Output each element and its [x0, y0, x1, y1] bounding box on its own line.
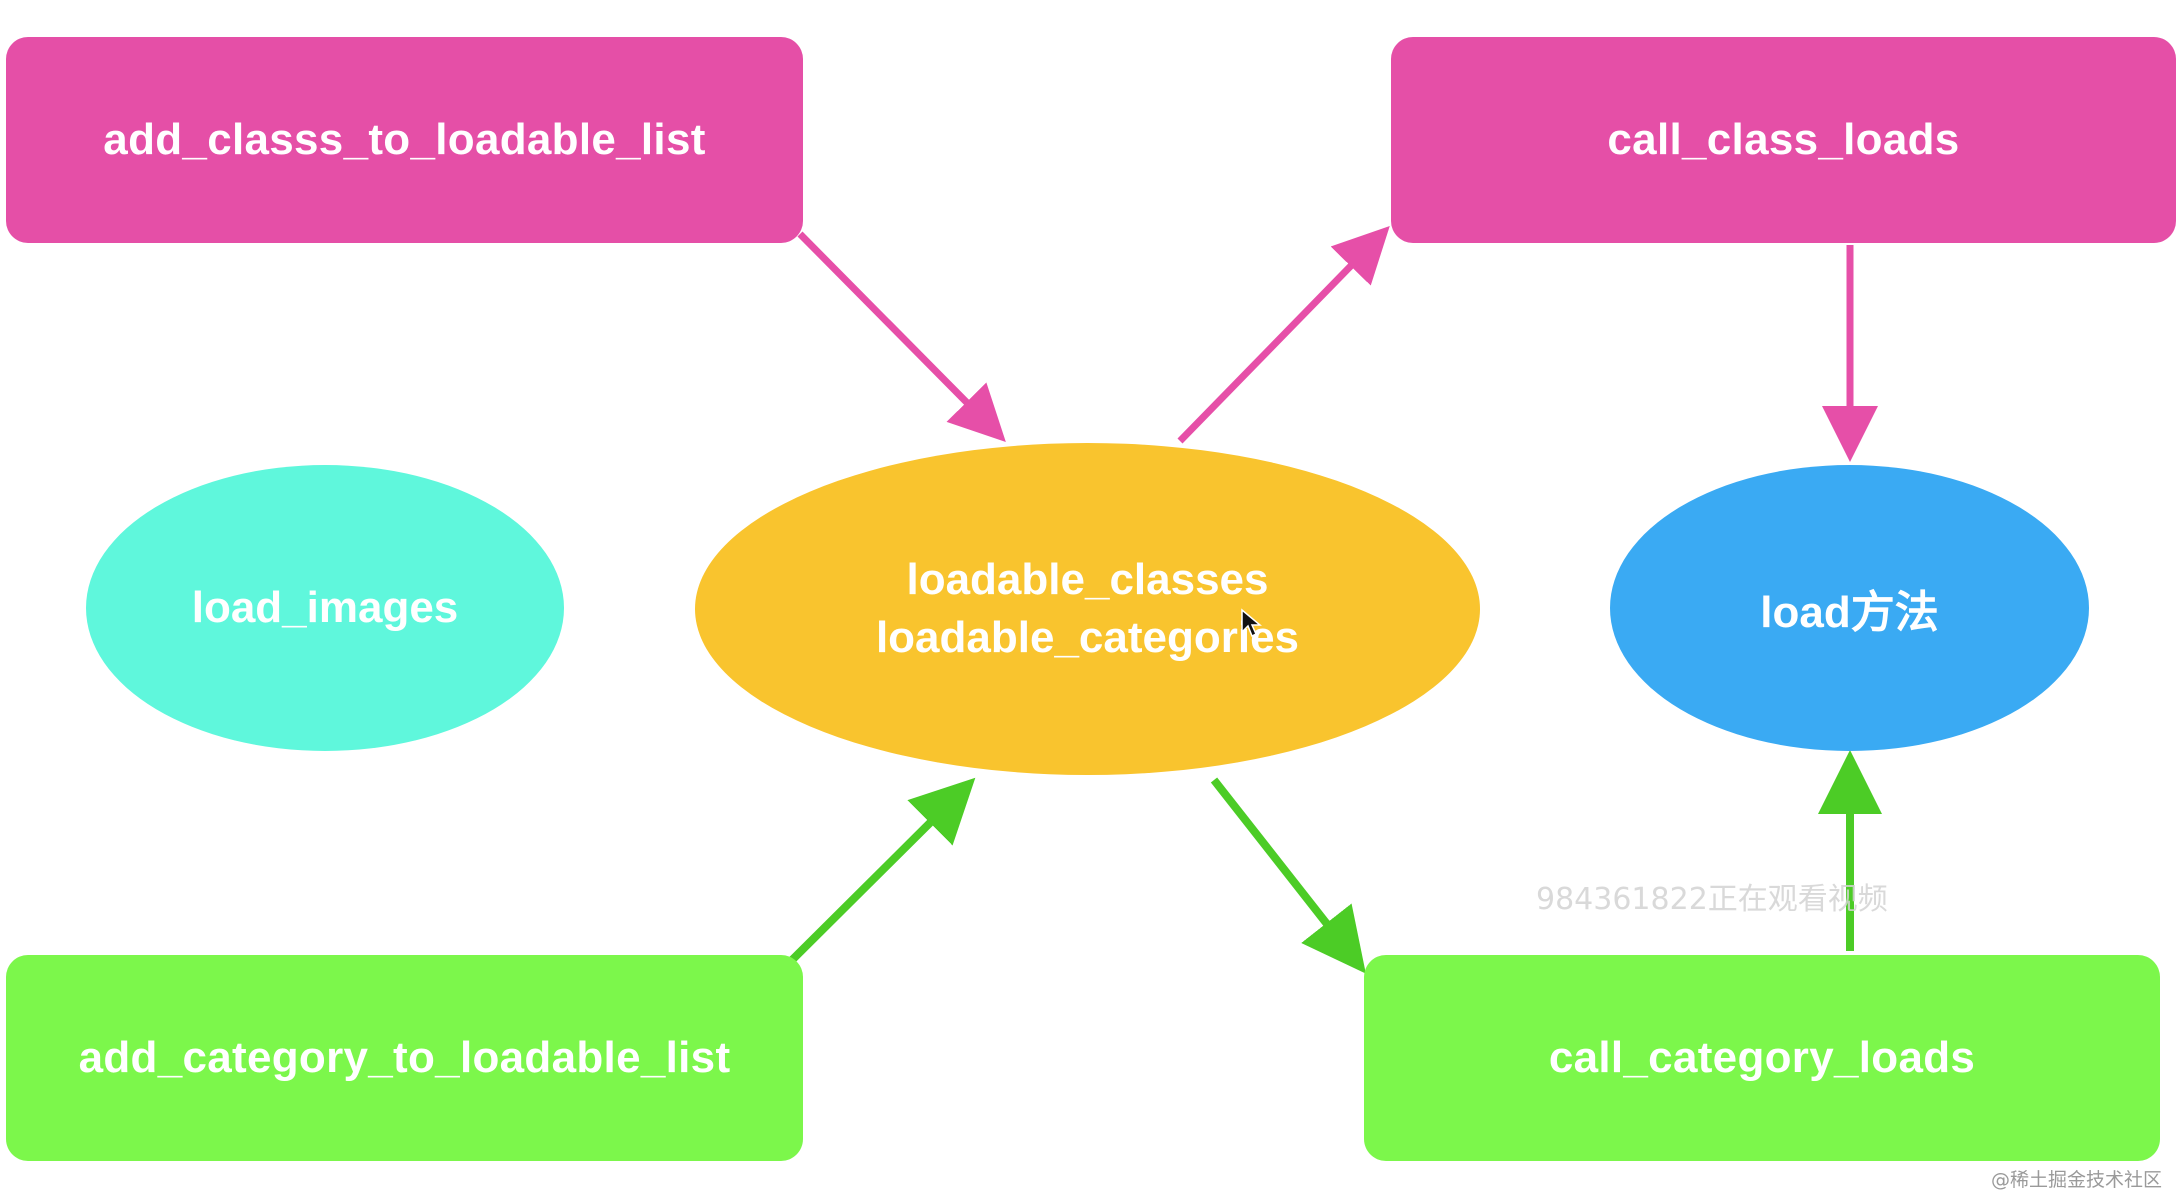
viewer-watermark: 984361822正在观看视频: [1536, 882, 1888, 917]
call-category-loads-box: call_category_loads: [1364, 955, 2160, 1161]
add-category-to-loadable-list-box: add_category_to_loadable_list: [6, 955, 803, 1161]
load-images-label: load_images: [191, 583, 459, 632]
mouse-cursor-icon: [1241, 608, 1262, 638]
call-category-label: call_category_loads: [1548, 1033, 1976, 1082]
load-images-ellipse: load_images: [86, 465, 564, 751]
load-method-ellipse: load方法: [1610, 465, 2089, 751]
load-method-label: load方法: [1760, 588, 1939, 637]
call-class-label: call_class_loads: [1607, 115, 1960, 164]
add-class-label: add_classs_to_loadable_list: [103, 115, 706, 164]
arrow-center-to-call-category: [1210, 777, 1366, 974]
add-category-label: add_category_to_loadable_list: [78, 1033, 731, 1082]
arrow-add-category-to-center: [777, 777, 976, 975]
arrow-center-to-call-class: [1177, 225, 1390, 444]
site-watermark: @稀土掘金技术社区: [1990, 1169, 2162, 1191]
loadable-categories-label: loadable_categories: [875, 613, 1300, 662]
loadable-classes-label: loadable_classes: [906, 555, 1269, 604]
arrow-add-class-to-center: [797, 231, 1006, 442]
loadable-lists-text: loadable_classes loadable_categories: [876, 551, 1299, 667]
loadable-lists-ellipse: loadable_classes loadable_categories: [695, 443, 1480, 775]
call-class-loads-box: call_class_loads: [1391, 37, 2176, 243]
add-class-to-loadable-list-box: add_classs_to_loadable_list: [6, 37, 803, 243]
